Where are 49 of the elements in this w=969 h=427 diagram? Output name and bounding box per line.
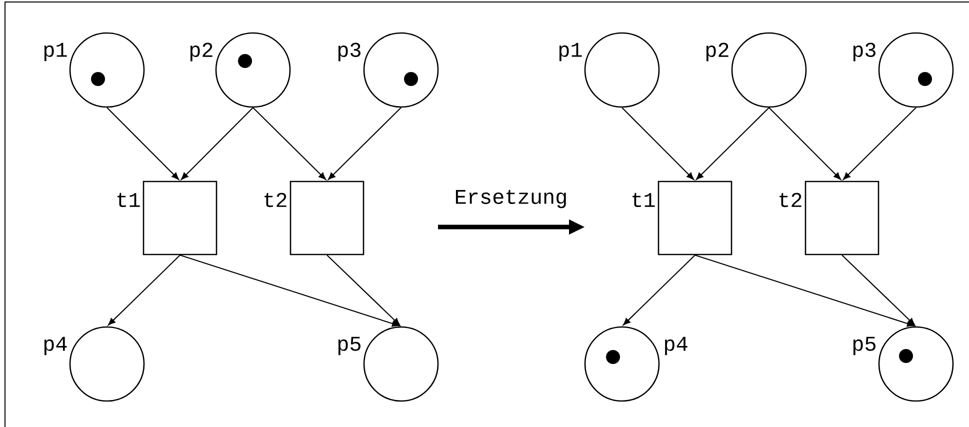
arrow	[696, 107, 770, 180]
arrow-label: Ersetzung	[456, 190, 566, 208]
arrow	[180, 254, 400, 327]
place-label: t2	[780, 192, 802, 208]
place-circle	[584, 32, 660, 108]
arrow	[843, 107, 916, 180]
place-label: p3	[338, 42, 360, 62]
place-circle	[731, 32, 807, 108]
token-dot	[91, 72, 105, 86]
transition-box	[658, 180, 732, 256]
place-circle	[584, 326, 660, 402]
place-label: p3	[853, 42, 876, 62]
token-dot	[899, 349, 913, 363]
place-circle	[69, 32, 145, 108]
arrow	[106, 107, 180, 180]
arrow	[842, 254, 915, 326]
token-dot	[404, 72, 418, 86]
place-circle	[69, 326, 145, 402]
token-dot	[238, 54, 252, 68]
place-circle	[363, 32, 439, 108]
transition-box	[142, 180, 218, 256]
place-circle	[363, 326, 439, 402]
place-label: t1	[118, 192, 140, 208]
place-label: p4	[665, 336, 688, 356]
place-label: p1	[559, 42, 582, 62]
arrow	[694, 254, 914, 327]
arrow	[622, 107, 694, 180]
arrow	[326, 254, 400, 326]
arrow	[328, 107, 402, 180]
token-dot	[918, 72, 932, 86]
place-label: t2	[264, 192, 286, 208]
arrow	[623, 254, 696, 326]
place-label: p4	[44, 336, 67, 356]
arrow	[181, 107, 254, 180]
place-circle	[878, 326, 954, 402]
place-label: t1	[632, 192, 655, 208]
place-label: p2	[190, 42, 212, 62]
place-label: p1	[44, 42, 67, 62]
arrow	[768, 107, 841, 180]
arrow	[252, 107, 326, 180]
transition-box	[804, 180, 880, 256]
place-circle	[878, 32, 954, 108]
place-label: p2	[706, 42, 728, 62]
place-label: p5	[853, 336, 876, 356]
token-dot	[606, 350, 620, 364]
place-circle	[215, 32, 291, 108]
transition-box	[290, 180, 364, 256]
place-label: p5	[338, 336, 360, 356]
arrow	[108, 254, 180, 326]
